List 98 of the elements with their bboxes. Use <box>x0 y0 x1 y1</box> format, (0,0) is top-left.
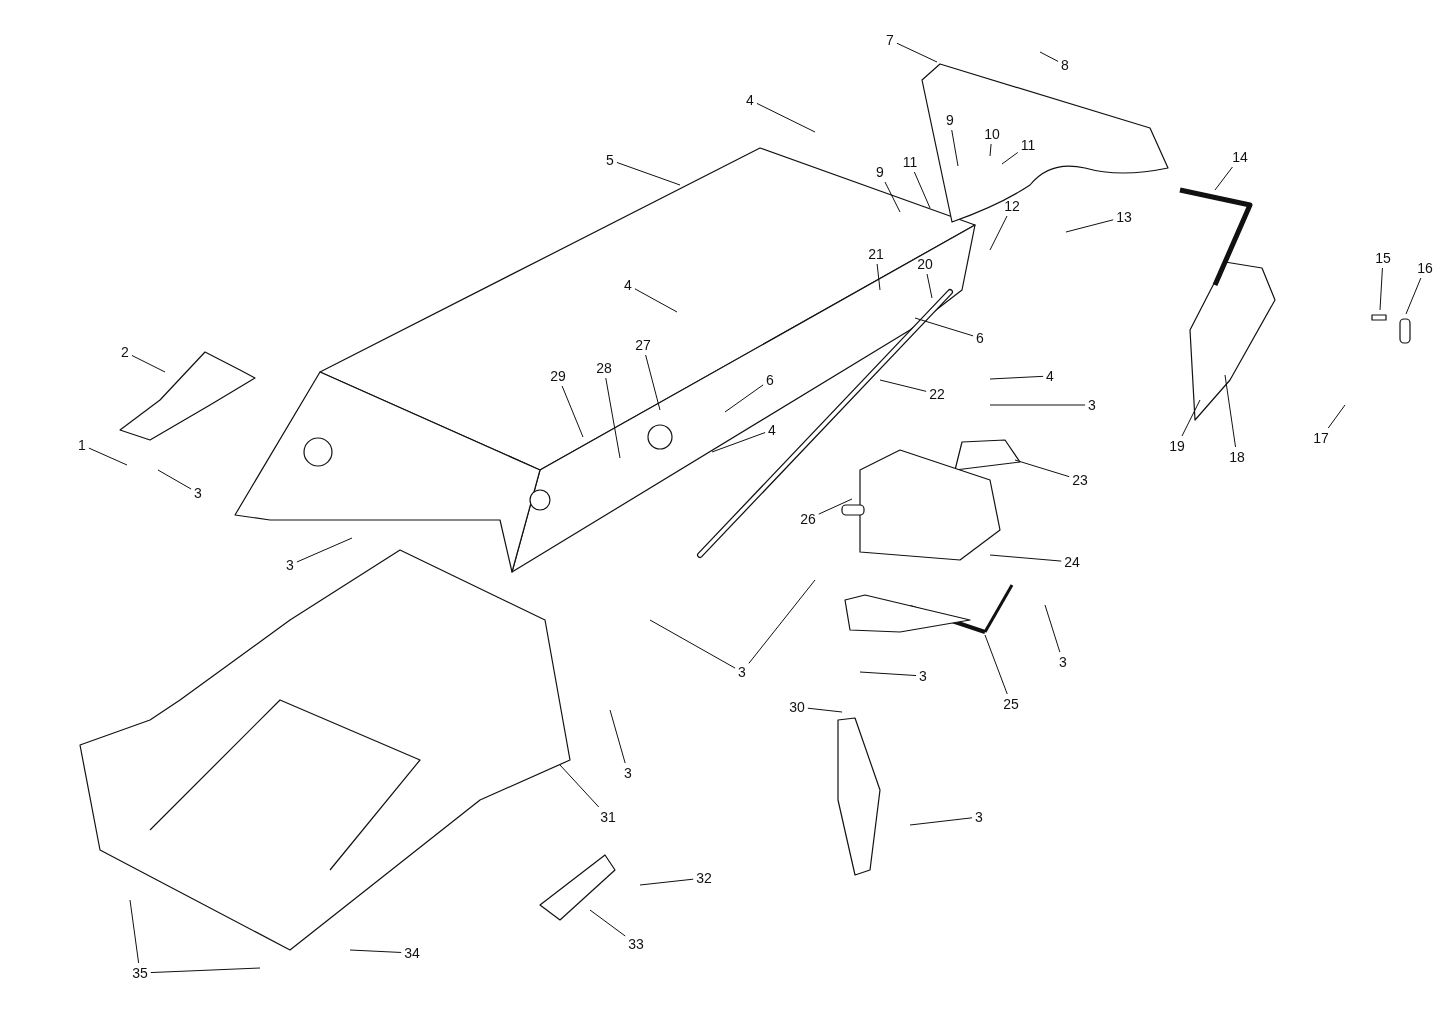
callout-number: 4 <box>623 277 633 293</box>
leader-line <box>349 949 402 953</box>
leader-line <box>1065 219 1114 233</box>
leader-line <box>876 263 881 291</box>
callout-number: 21 <box>867 246 885 262</box>
callout-number: 18 <box>1228 449 1246 465</box>
leader-line <box>645 354 661 411</box>
callout-number: 3 <box>623 765 633 781</box>
leader-line <box>1044 604 1061 653</box>
leader-line <box>951 129 959 167</box>
callout-number: 7 <box>885 32 895 48</box>
callout-number: 16 <box>1416 260 1434 276</box>
leader-line <box>561 385 584 438</box>
callout-number: 23 <box>1071 472 1089 488</box>
leader-line <box>1224 374 1237 448</box>
leader-line <box>1405 277 1422 315</box>
callout-number: 13 <box>1115 209 1133 225</box>
leader-line <box>157 469 192 490</box>
leader-line <box>748 579 816 664</box>
callout-number: 24 <box>1063 554 1081 570</box>
leader-line <box>884 181 901 213</box>
leader-line <box>88 447 128 466</box>
callout-number: 8 <box>1060 57 1070 73</box>
callout-number: 5 <box>605 152 615 168</box>
leader-line <box>989 554 1062 562</box>
callout-number: 3 <box>1087 397 1097 413</box>
leader-line <box>605 377 621 459</box>
callout-number: 20 <box>916 256 934 272</box>
callout-number: 3 <box>737 664 747 680</box>
callout-number: 9 <box>875 164 885 180</box>
leader-line <box>989 404 1086 406</box>
leader-line <box>909 817 973 826</box>
leader-line <box>609 709 626 764</box>
callout-number: 22 <box>928 386 946 402</box>
leader-line <box>913 171 931 209</box>
callout-number: 4 <box>1045 368 1055 384</box>
leader-line <box>807 707 843 713</box>
callout-number: 6 <box>765 372 775 388</box>
leader-line <box>1181 399 1201 437</box>
callout-number: 3 <box>1058 654 1068 670</box>
callout-number: 17 <box>1312 430 1330 446</box>
leader-line <box>1327 404 1346 429</box>
leader-line <box>989 215 1008 251</box>
leader-line <box>639 878 694 886</box>
callout-number: 10 <box>983 126 1001 142</box>
callout-number: 15 <box>1374 250 1392 266</box>
leader-line <box>1014 459 1070 478</box>
leader-line <box>926 273 933 299</box>
leader-line <box>616 161 681 186</box>
callout-number: 30 <box>788 699 806 715</box>
leader-line <box>818 498 853 515</box>
leader-line <box>989 143 992 157</box>
callout-number: 1 <box>77 437 87 453</box>
leader-line <box>1001 152 1019 165</box>
leader-line <box>589 909 626 937</box>
leader-line <box>1039 51 1059 62</box>
callout-number: 11 <box>901 154 919 170</box>
callout-number: 35 <box>131 965 149 981</box>
callout-number: 3 <box>918 668 928 684</box>
leader-line <box>879 379 927 392</box>
leader-line <box>649 619 736 669</box>
leader-line <box>296 537 353 563</box>
callout-number: 25 <box>1002 696 1020 712</box>
callout-number: 32 <box>695 870 713 886</box>
leader-line <box>634 288 678 313</box>
leader-line <box>1214 166 1233 191</box>
callout-number: 27 <box>634 337 652 353</box>
callout-number: 28 <box>595 360 613 376</box>
leader-line <box>559 764 600 808</box>
callout-number: 29 <box>549 368 567 384</box>
leader-line <box>984 634 1008 695</box>
leader-line <box>896 42 938 63</box>
callout-number: 3 <box>974 809 984 825</box>
callout-number: 2 <box>120 344 130 360</box>
callout-number: 4 <box>767 422 777 438</box>
callout-number: 3 <box>193 485 203 501</box>
callout-number: 34 <box>403 945 421 961</box>
callout-number: 19 <box>1168 438 1186 454</box>
leader-line <box>859 671 917 677</box>
leader-line <box>129 899 140 964</box>
leader-line <box>711 432 766 453</box>
leader-line <box>914 317 974 337</box>
callout-number: 9 <box>945 112 955 128</box>
callout-number: 14 <box>1231 149 1249 165</box>
leader-line <box>724 384 764 413</box>
callout-number: 6 <box>975 330 985 346</box>
callout-number: 12 <box>1003 198 1021 214</box>
leader-line <box>756 102 816 133</box>
leader-line <box>1379 267 1383 311</box>
callout-number: 33 <box>627 936 645 952</box>
callout-number: 3 <box>285 557 295 573</box>
leader-line <box>989 375 1044 380</box>
leader-line <box>131 354 166 373</box>
callout-number: 11 <box>1019 137 1037 153</box>
callout-number: 31 <box>599 809 617 825</box>
callout-number: 4 <box>745 92 755 108</box>
callout-number: 26 <box>799 511 817 527</box>
leader-line <box>150 967 261 974</box>
